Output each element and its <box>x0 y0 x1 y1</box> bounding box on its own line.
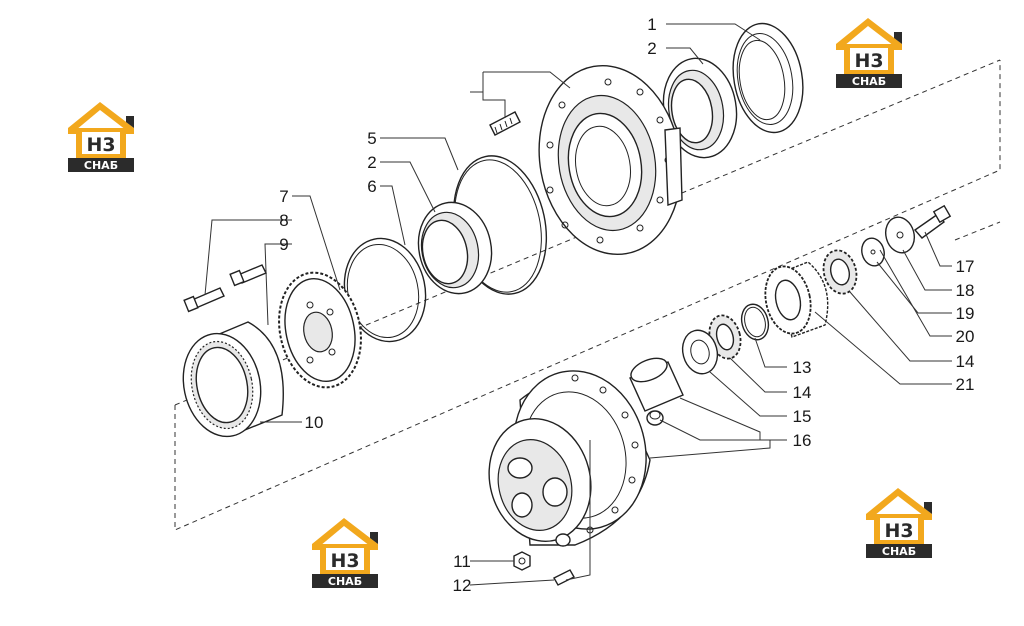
callout-14-right: 14 <box>956 352 975 371</box>
part-bearing-2-middle <box>417 201 493 295</box>
callout-6: 6 <box>367 177 376 196</box>
part-ring-gear-10 <box>182 321 284 438</box>
part-washer-18 <box>884 216 916 254</box>
dashed-frame <box>174 59 1001 531</box>
part-ring-13 <box>740 303 770 341</box>
part-needle-bearing-14-bottom <box>708 314 742 360</box>
callout-21: 21 <box>956 375 975 394</box>
logo-left-mark: H3 <box>86 134 115 156</box>
callout-2-middle: 2 <box>367 153 376 172</box>
part-screw-12 <box>553 569 575 586</box>
part-hub-flange <box>538 64 683 256</box>
callout-18: 18 <box>956 281 975 300</box>
callout-8: 8 <box>279 211 288 230</box>
part-bearing-2-top <box>662 57 738 159</box>
part-thrust-washer-15 <box>681 329 719 375</box>
callout-16: 16 <box>793 431 812 450</box>
logo-bottom-center: H3 СНАБ <box>312 518 378 588</box>
callout-5: 5 <box>367 129 376 148</box>
logo-bottom-center-caption: СНАБ <box>328 575 362 588</box>
part-needle-bearing-14-top <box>822 249 858 295</box>
callout-2-top: 2 <box>647 39 656 58</box>
logo-bottom-right-caption: СНАБ <box>882 545 916 558</box>
logo-top-right-caption: СНАБ <box>852 75 886 88</box>
callout-10: 10 <box>305 413 324 432</box>
callout-13: 13 <box>793 358 812 377</box>
part-washer-19 <box>861 237 885 267</box>
callout-15: 15 <box>793 407 812 426</box>
logo-top-right-mark: H3 <box>854 50 883 72</box>
callout-17: 17 <box>956 257 975 276</box>
logo-bottom-right: H3 СНАБ <box>866 488 932 558</box>
logo-bottom-right-mark: H3 <box>884 520 913 542</box>
part-planet-gear-21 <box>764 261 829 338</box>
callout-11: 11 <box>453 552 471 571</box>
logo-bottom-center-mark: H3 <box>330 550 359 572</box>
callout-20: 20 <box>956 327 975 346</box>
part-planet-carrier-7 <box>278 271 362 389</box>
callout-14-middle: 14 <box>793 383 812 402</box>
logo-top-right: H3 СНАБ <box>836 18 902 88</box>
logo-left-caption: СНАБ <box>84 159 118 172</box>
part-plug <box>646 410 664 426</box>
part-bolt-9 <box>229 264 267 287</box>
part-planet-pin-16 <box>629 357 684 412</box>
part-seal-ring-1 <box>732 22 804 134</box>
logo-left: H3 СНАБ <box>68 102 134 172</box>
callout-7: 7 <box>279 187 288 206</box>
callout-19: 19 <box>956 304 975 323</box>
leader-lines <box>204 23 952 586</box>
part-bolt-8 <box>183 287 225 313</box>
part-stud-bolt <box>489 111 521 136</box>
part-wheel-hub <box>488 370 651 547</box>
callout-1: 1 <box>647 15 656 34</box>
part-nut-11 <box>513 551 531 571</box>
callout-labels: 1 2 5 2 6 7 8 9 10 17 18 19 20 14 21 13 … <box>279 15 974 595</box>
callout-12: 12 <box>453 576 472 595</box>
part-bolt-17 <box>913 204 952 239</box>
callout-9: 9 <box>279 235 288 254</box>
